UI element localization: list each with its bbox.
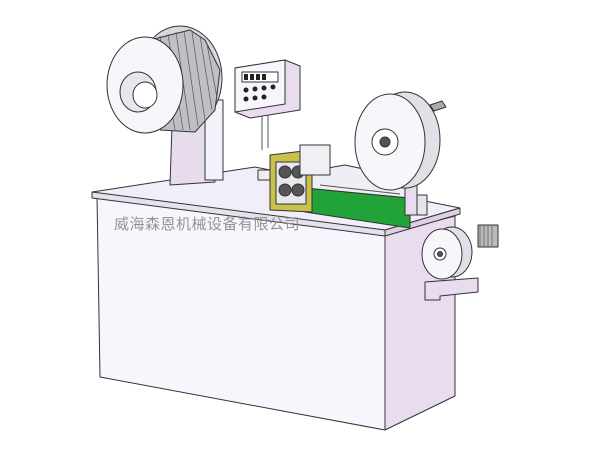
wire-spool (106, 25, 223, 134)
take-up-wheel (354, 91, 447, 216)
roller-frame (269, 144, 331, 213)
control-box (234, 59, 301, 119)
guide-wheel (421, 224, 499, 301)
company-watermark: 威海森恩机械设备有限公司 (114, 215, 301, 233)
